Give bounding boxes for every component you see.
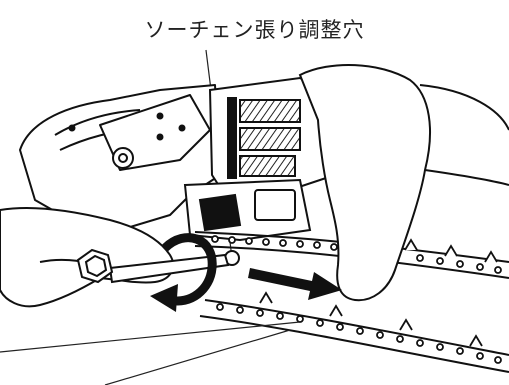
right-hand (298, 63, 509, 302)
bar-mount (183, 178, 312, 266)
leader-line-lower-2 (104, 329, 291, 385)
saw-chain (194, 231, 509, 373)
wrench-tool (76, 248, 230, 284)
saw-body (19, 84, 221, 231)
engine-cover (208, 76, 337, 197)
callout-label: ソーチェン張り調整穴 (144, 18, 365, 42)
pull-direction-arrow-icon (248, 268, 342, 300)
rotate-clockwise-arrow-icon (150, 233, 217, 312)
leader-line-lower-1 (0, 321, 301, 353)
